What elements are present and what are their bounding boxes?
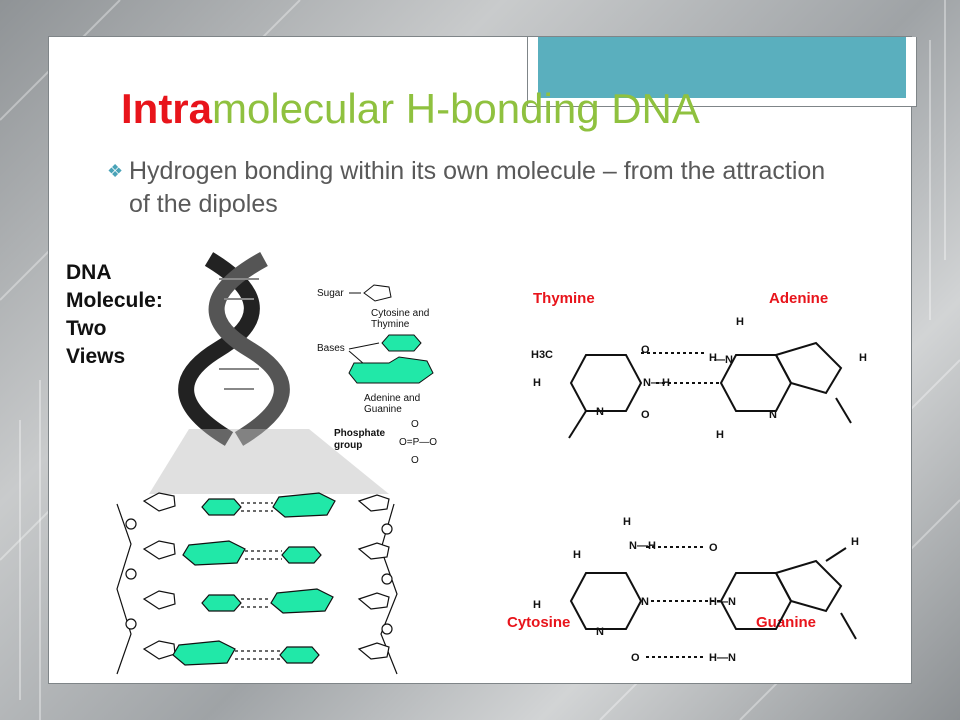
svg-text:H: H [533,377,541,389]
thymine-adenine-pair [568,341,852,439]
svg-text:H: H [851,536,859,548]
cytosine-guanine-pair [569,546,857,658]
dna-heading-line-1: DNA [66,261,112,284]
legend-purines-line-2: Guanine [364,404,402,415]
cg-atoms: HN—HO HHN H—NNO H—NHH [533,516,859,664]
slide-title: Intramolecular H-bonding DNA [121,85,700,133]
phosphate-structure-icon: O O=P—O O [399,419,437,466]
svg-text:N: N [596,626,604,638]
slide-panel: Intramolecular H-bonding DNA ❖ Hydrogen … [48,36,917,684]
svg-text:O: O [709,542,718,554]
thymine-label: Thymine [533,290,595,307]
legend-pyrimidines-line-1: Cytosine and [371,308,429,319]
svg-text:N: N [596,406,604,418]
dna-molecule-figure: DNA Molecule: Two Views Sugar Cytosine a… [66,251,437,675]
sugar-icon [363,284,392,302]
svg-text:H: H [859,352,867,364]
svg-text:H: H [716,429,724,441]
dna-ladder-diagram [116,492,398,675]
svg-text:H—N: H—N [709,596,736,608]
bullet-icon: ❖ [107,161,124,181]
dna-heading-line-2: Molecule: [66,289,163,312]
double-helix-icon [149,251,389,494]
svg-text:O: O [411,419,419,430]
svg-text:H3C: H3C [531,349,553,361]
svg-text:N—H: N—H [643,377,670,389]
cytosine-label: Cytosine [507,614,570,631]
svg-text:O=P—O: O=P—O [399,437,437,448]
svg-text:O: O [641,409,650,421]
title-accent: Intra [121,85,213,132]
svg-text:O: O [641,344,650,356]
adenine-label: Adenine [769,290,828,307]
svg-text:H—N: H—N [709,652,736,664]
legend-phosphate-line-1: Phosphate [334,428,386,439]
svg-text:N: N [641,596,649,608]
svg-text:H: H [736,316,744,328]
title-rest: molecular H-bonding DNA [212,85,700,132]
legend-sugar-label: Sugar [317,288,344,299]
bullet-point: ❖ Hydrogen bonding within its own molecu… [107,155,849,221]
svg-text:N—H: N—H [629,540,656,552]
legend-pyrimidines-line-2: Thymine [371,319,410,330]
pyrimidine-icon [381,334,422,352]
svg-text:H: H [709,352,717,364]
purine-icon [348,356,434,384]
guanine-label: Guanine [756,614,816,631]
svg-text:O: O [631,652,640,664]
svg-text:H: H [623,516,631,528]
svg-text:O: O [411,455,419,466]
header-tab-fill [538,37,906,98]
svg-text:—N: —N [714,354,733,366]
svg-text:H: H [533,599,541,611]
legend-purines-line-1: Adenine and [364,393,420,404]
legend-phosphate-line-2: group [334,440,362,451]
legend-bases-label: Bases [317,343,345,354]
svg-text:N: N [769,409,777,421]
svg-text:H: H [573,549,581,561]
bullet-text: Hydrogen bonding within its own molecule… [129,157,826,218]
dna-heading-line-3: Two [66,317,106,340]
header-tab [527,37,917,107]
dna-heading-line-4: Views [66,345,125,368]
